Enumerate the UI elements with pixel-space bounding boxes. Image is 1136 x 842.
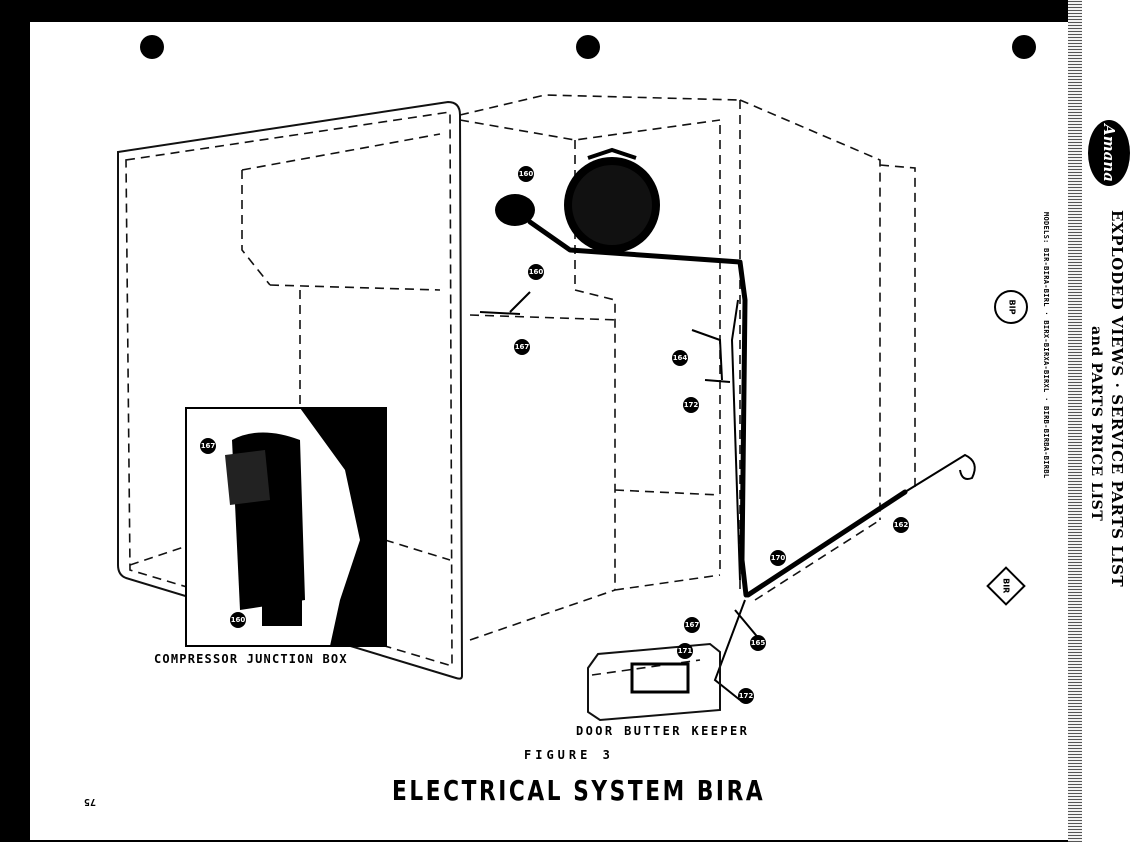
binder-hole bbox=[576, 35, 600, 59]
svg-text:172: 172 bbox=[739, 692, 754, 700]
binder-hole bbox=[1012, 35, 1036, 59]
callout-badge: 167 bbox=[200, 438, 216, 454]
callout-badge: 172 bbox=[738, 688, 754, 704]
model-list: MODELS: BIR-BIRA-BIRL · BIRX-BIRXA-BIRXL… bbox=[1042, 212, 1050, 479]
sidebar-title: EXPLODED VIEWS · SERVICE PARTS LIST bbox=[1108, 210, 1126, 588]
door-butter-keeper bbox=[587, 642, 721, 722]
svg-text:167: 167 bbox=[685, 621, 700, 629]
compressor-inset bbox=[185, 407, 387, 647]
svg-text:165: 165 bbox=[751, 639, 766, 647]
condenser-fan bbox=[495, 147, 660, 253]
svg-text:167: 167 bbox=[201, 442, 216, 450]
svg-text:162: 162 bbox=[894, 521, 909, 529]
callout-badge: 172 bbox=[683, 397, 699, 413]
part-callouts: 160 160 167 164 172 170 162 167 165 171 … bbox=[200, 166, 909, 704]
binder-hole bbox=[140, 35, 164, 59]
diagram-title: ELECTRICAL SYSTEM BIRA bbox=[392, 774, 766, 807]
badge-text: BIR bbox=[1001, 578, 1011, 594]
svg-text:160: 160 bbox=[529, 268, 544, 276]
page-number: 75 bbox=[84, 796, 97, 807]
callout-badge: 170 bbox=[770, 550, 786, 566]
callout-badge: 171 bbox=[677, 643, 693, 659]
svg-text:171: 171 bbox=[678, 647, 693, 655]
svg-text:172: 172 bbox=[684, 401, 699, 409]
callout-badge: 162 bbox=[893, 517, 909, 533]
logo-oval bbox=[1088, 120, 1130, 186]
callout-badge: 165 bbox=[750, 635, 766, 651]
callout-badge: 164 bbox=[672, 350, 688, 366]
sidebar-subtitle: and PARTS PRICE LIST bbox=[1088, 326, 1104, 522]
callout-badge: 160 bbox=[518, 166, 534, 182]
svg-text:160: 160 bbox=[519, 170, 534, 178]
cabinet-outline bbox=[117, 94, 916, 680]
badge-text: BIP bbox=[1007, 299, 1016, 315]
brand-name: Amana bbox=[1100, 124, 1118, 182]
callout-badge: 160 bbox=[528, 264, 544, 280]
svg-text:160: 160 bbox=[231, 616, 246, 624]
svg-text:167: 167 bbox=[515, 343, 530, 351]
svg-text:164: 164 bbox=[673, 354, 688, 362]
callout-badge: 160 bbox=[230, 612, 246, 628]
callout-badge: 167 bbox=[514, 339, 530, 355]
compressor-junction-box-label: COMPRESSOR JUNCTION BOX bbox=[154, 652, 348, 666]
model-badge-circle: BIP bbox=[994, 290, 1028, 324]
callout-badge: 167 bbox=[684, 617, 700, 633]
amana-logo-icon: Amana bbox=[1088, 120, 1130, 186]
svg-text:170: 170 bbox=[771, 554, 786, 562]
wiring-harness bbox=[479, 219, 976, 701]
figure-number: FIGURE 3 bbox=[524, 748, 614, 762]
door-butter-keeper-label: DOOR BUTTER KEEPER bbox=[576, 724, 750, 738]
